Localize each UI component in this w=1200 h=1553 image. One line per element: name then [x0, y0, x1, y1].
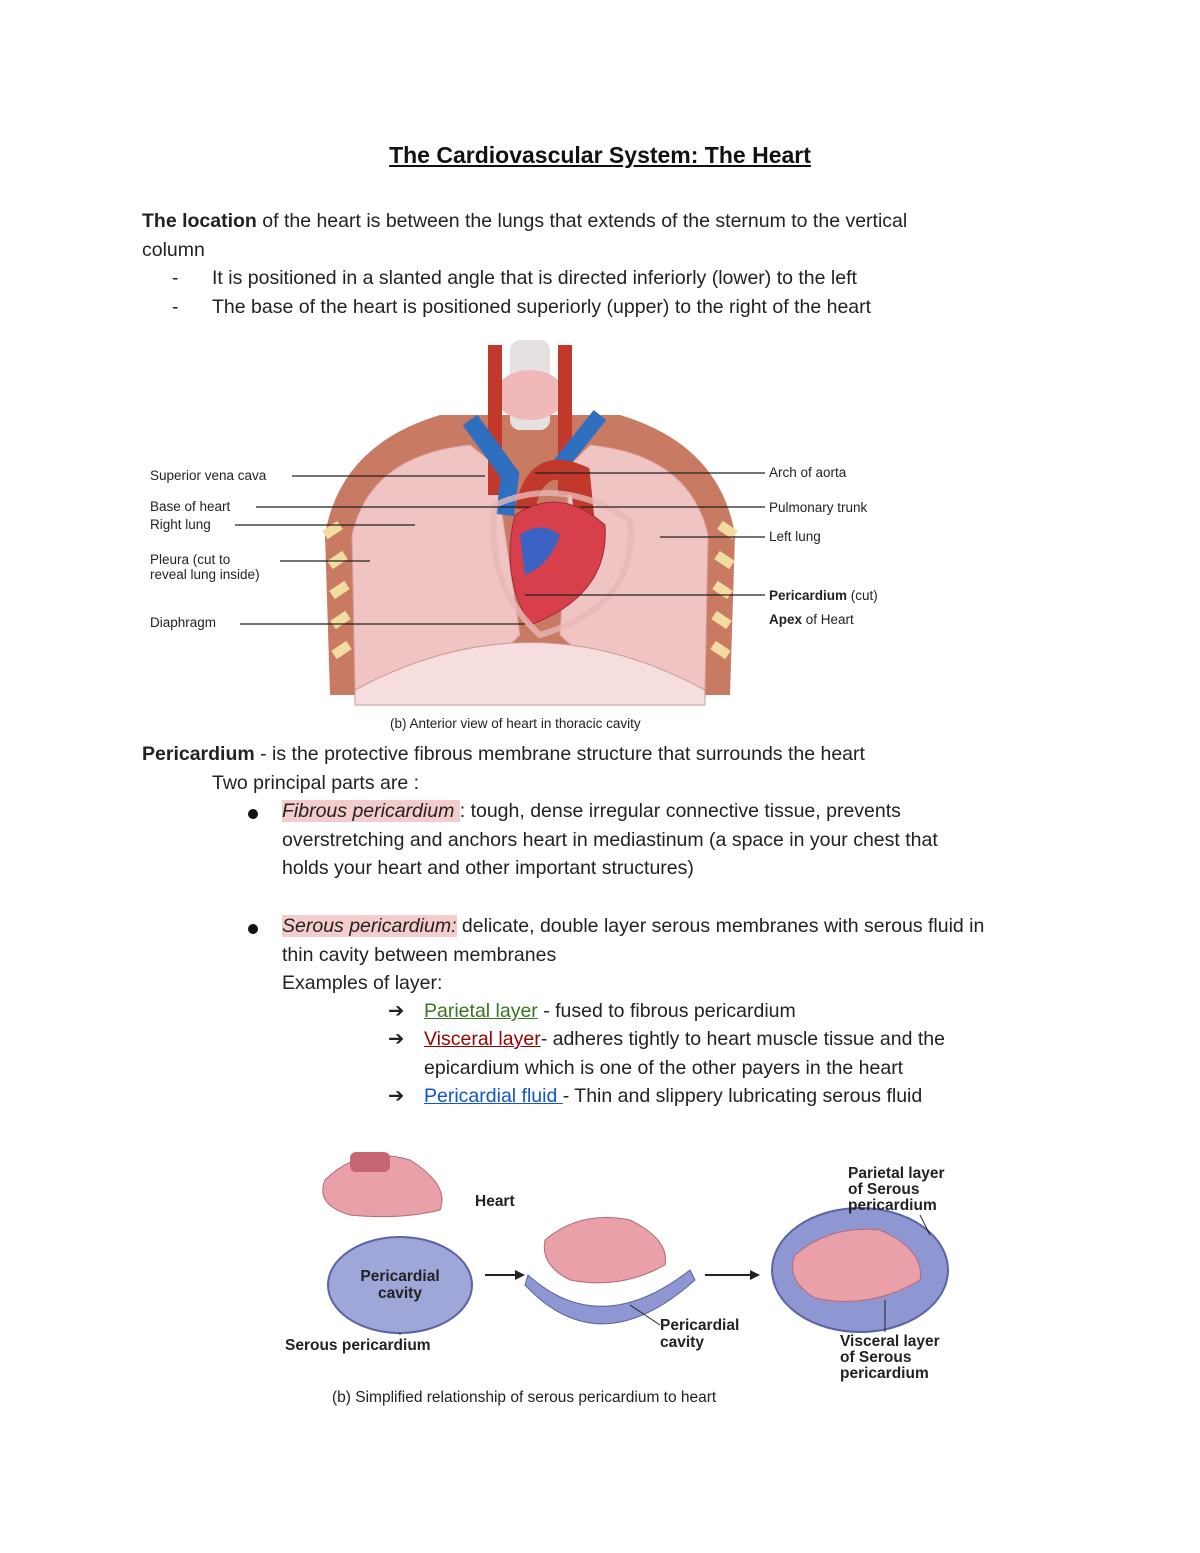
- list-item-text: It is positioned in a slanted angle that…: [212, 267, 857, 289]
- label-diaphragm: Diaphragm: [150, 615, 216, 630]
- serous-sac: [524, 1269, 696, 1325]
- heart-base: [520, 527, 560, 575]
- bullet-dot: [248, 809, 258, 819]
- parietal-text: - fused to fibrous pericardium: [537, 1000, 796, 1022]
- serous-text: delicate, double layer serous membranes …: [456, 915, 985, 937]
- visceral-label-line3: pericardium: [840, 1365, 929, 1382]
- list-item: ➔ Pericardial fluid - Thin and slippery …: [388, 1082, 1068, 1111]
- label-pleura-line2: reveal lung inside): [150, 567, 260, 582]
- pericardium-term: Pericardium: [142, 743, 255, 765]
- dash-marker: -: [172, 296, 179, 318]
- label-right-lung: Right lung: [150, 517, 211, 532]
- pericardium-definition: - is the protective fibrous membrane str…: [254, 743, 865, 765]
- dash-marker: -: [172, 267, 179, 289]
- parietal-label-line3: pericardium: [848, 1197, 937, 1214]
- ribs: [322, 520, 738, 660]
- figure2-caption: (b) Simplified relationship of serous pe…: [332, 1389, 717, 1406]
- parietal-label-line1: Parietal layer: [848, 1165, 945, 1182]
- arrow-head: [750, 1270, 760, 1280]
- label-superior-vena-cava: Superior vena cava: [150, 468, 267, 483]
- list-item: ➔ Visceral layer- adheres tightly to hea…: [388, 1025, 1068, 1082]
- heart-vessels: [350, 1152, 390, 1172]
- label-left-lung: Left lung: [769, 529, 821, 544]
- heart-drawing: [543, 1217, 667, 1284]
- list-item: - The base of the heart is positioned sup…: [172, 293, 871, 322]
- parts-intro: Two principal parts are :: [212, 772, 420, 794]
- label-arch-of-aorta: Arch of aorta: [769, 465, 847, 480]
- serous-pericardium-item: Serous pericardium: delicate, double lay…: [282, 912, 1082, 998]
- leader-line: [629, 1304, 661, 1326]
- parietal-label-line2: of Serous: [848, 1181, 919, 1198]
- location-text-line2: column: [142, 238, 205, 261]
- label-apex-of-heart: Apex of Heart: [769, 612, 854, 627]
- pericardium: [490, 490, 634, 639]
- pericardial-fluid-link[interactable]: Pericardial fluid: [424, 1085, 563, 1107]
- fibrous-text: : tough, dense irregular connective tiss…: [459, 800, 901, 822]
- figure1-caption: (b) Anterior view of heart in thoracic c…: [390, 716, 641, 731]
- fibrous-pericardium-term: Fibrous pericardium: [282, 800, 460, 822]
- heart-drawing: [792, 1228, 921, 1302]
- location-term: The location: [142, 210, 257, 232]
- location-paragraph: The location of the heart is between the…: [142, 207, 1042, 264]
- fibrous-text-line3: holds your heart and other important str…: [282, 857, 694, 879]
- arrow-icon: ➔: [388, 1028, 405, 1050]
- visceral-layer-link[interactable]: Visceral layer: [424, 1028, 541, 1050]
- fibrous-pericardium-item: Fibrous pericardium : tough, dense irreg…: [282, 797, 1082, 883]
- thoracic-cavity-figure: Superior vena cava Base of heart Right l…: [150, 340, 878, 731]
- arrow-icon: ➔: [388, 1085, 405, 1107]
- visceral-text: - adheres tightly to heart muscle tissue…: [424, 1028, 945, 1079]
- mid-cavity-label-line2: cavity: [660, 1334, 704, 1351]
- leader-line: [919, 1214, 931, 1236]
- list-item: - It is positioned in a slanted angle tha…: [172, 264, 857, 293]
- mid-cavity-label-line1: Pericardial: [660, 1317, 739, 1334]
- fluid-text: - Thin and slippery lubricating serous f…: [562, 1085, 923, 1107]
- label-base-of-heart: Base of heart: [150, 499, 231, 514]
- cavity-label-line1: Pericardial: [360, 1268, 439, 1285]
- cavity-label-line2: cavity: [378, 1285, 422, 1302]
- serous-pericardium-label: Serous pericardium: [285, 1337, 431, 1354]
- brachiocephalic-vein: [553, 410, 607, 470]
- thyroid: [495, 370, 565, 420]
- diaphragm: [354, 642, 706, 706]
- fibrous-text-line2: overstretching and anchors heart in medi…: [282, 828, 938, 851]
- arrow-head: [515, 1270, 525, 1280]
- serous-pericardium-term: Serous pericardium:: [282, 915, 457, 937]
- visceral-label-line1: Visceral layer: [840, 1333, 940, 1350]
- examples-label: Examples of layer:: [282, 972, 443, 994]
- serous-pericardium-figure: Heart Pericardial cavity Serous pericard…: [285, 1152, 949, 1406]
- label-pericardium: Pericardium (cut): [769, 588, 878, 603]
- arrow-icon: ➔: [388, 1000, 405, 1022]
- leader-lines: [235, 472, 765, 625]
- list-item: ➔ Parietal layer - fused to fibrous peri…: [388, 997, 1068, 1026]
- label-pleura: Pleura (cut to: [150, 552, 230, 567]
- location-text: of the heart is between the lungs that e…: [256, 210, 908, 232]
- label-pulmonary-trunk: Pulmonary trunk: [769, 500, 868, 515]
- bullet-dot: [248, 924, 258, 934]
- serous-text-line2: thin cavity between membranes: [282, 943, 557, 966]
- heart-label: Heart: [475, 1193, 515, 1210]
- visceral-label-line2: of Serous: [840, 1349, 911, 1366]
- pericardium-paragraph: Pericardium - is the protective fibrous …: [142, 740, 1102, 769]
- parietal-layer-link[interactable]: Parietal layer: [424, 1000, 538, 1022]
- page-title: The Cardiovascular System: The Heart: [389, 142, 811, 168]
- list-item-text: The base of the heart is positioned supe…: [212, 296, 872, 318]
- arch-of-aorta: [515, 459, 595, 526]
